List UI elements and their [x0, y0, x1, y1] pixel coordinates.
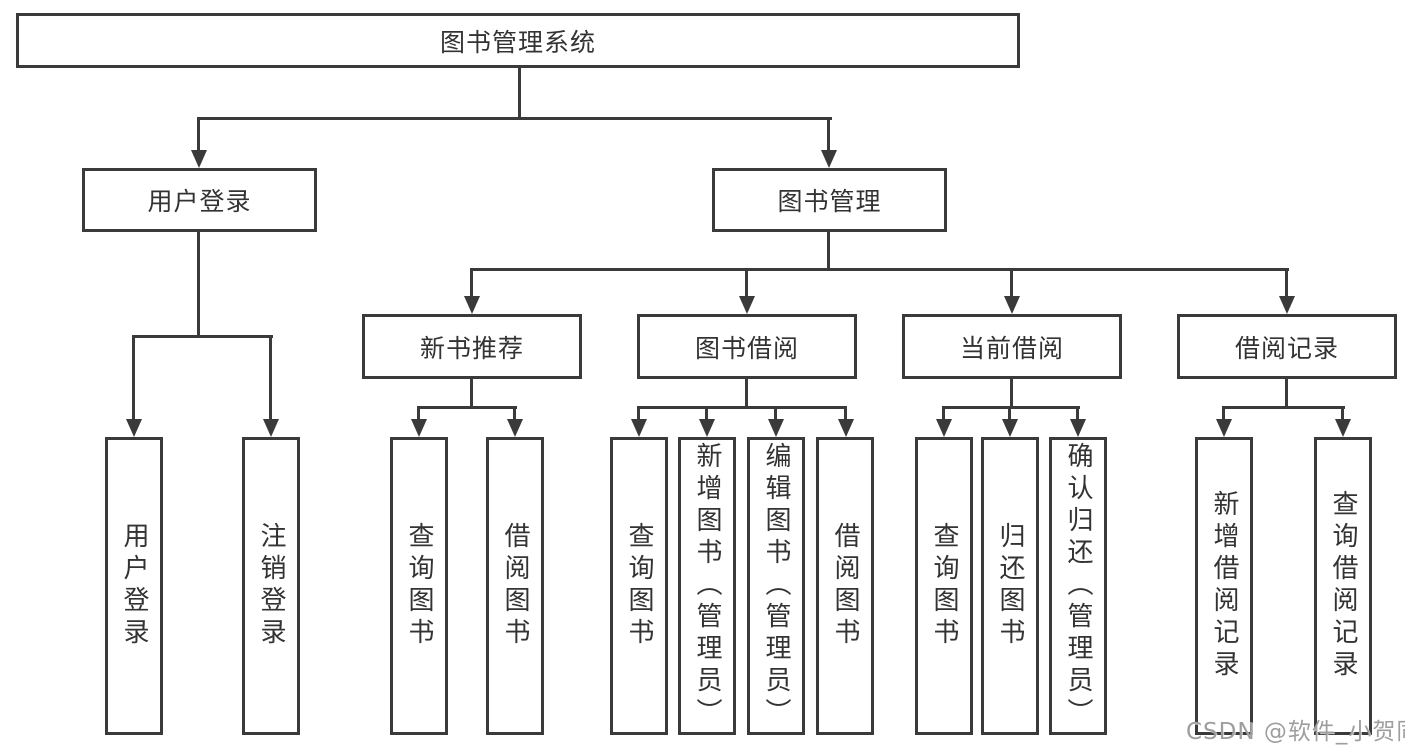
arrow-to-nb-query — [411, 419, 427, 437]
node-book-management-label: 图书管理 — [777, 187, 882, 216]
connector-bb-split — [637, 406, 847, 409]
connector-cb-drop-1 — [942, 408, 945, 421]
connector-br-drop-1 — [1222, 408, 1225, 421]
connector-nb-split — [417, 406, 517, 409]
connector-l2-drop-left — [197, 118, 200, 152]
connector-l3-split — [470, 268, 1289, 271]
connector-l3-drop-1 — [470, 270, 473, 298]
leaf-bb-query-book: 查询图书 — [610, 437, 668, 735]
leaf-user-login-label: 用户登录 — [119, 522, 149, 650]
arrow-to-user-login — [191, 150, 207, 168]
leaf-cb-query-book-label: 查询图书 — [929, 522, 959, 650]
leaf-bb-add-book-admin: 新增图书（管理员） — [678, 437, 736, 735]
leaf-cb-query-book: 查询图书 — [915, 437, 973, 735]
leaf-br-query-record: 查询借阅记录 — [1314, 437, 1372, 735]
connector-bb-drop-4 — [844, 408, 847, 421]
node-new-book-recommend-label: 新书推荐 — [419, 333, 524, 363]
connector-root-drop — [518, 67, 521, 118]
node-borrow-record-label: 借阅记录 — [1234, 333, 1339, 363]
arrow-to-br-add — [1216, 419, 1232, 437]
connector-l3-drop-4 — [1285, 270, 1288, 298]
connector-br-drop — [1285, 378, 1288, 408]
connector-l2-split — [197, 117, 832, 120]
node-book-borrow-label: 图书借阅 — [694, 333, 799, 363]
connector-l3-drop-2 — [745, 270, 748, 298]
connector-ul-drop-2 — [269, 337, 272, 420]
leaf-logout-login-label: 注销登录 — [256, 522, 286, 650]
arrow-to-leaf-logout — [263, 419, 279, 437]
arrow-to-cb-confirm — [1070, 419, 1086, 437]
arrow-to-bb-borrow — [838, 419, 854, 437]
arrow-to-bb-query — [631, 419, 647, 437]
arrow-to-current-borrow — [1004, 296, 1020, 314]
connector-l2-drop-right — [827, 118, 830, 152]
connector-bb-drop-2 — [705, 408, 708, 421]
leaf-cb-return-book-label: 归还图书 — [995, 522, 1025, 650]
leaf-br-add-record-label: 新增借阅记录 — [1209, 490, 1239, 682]
arrow-to-new-book-recommend — [464, 296, 480, 314]
connector-bb-drop — [745, 378, 748, 408]
leaf-logout-login: 注销登录 — [242, 437, 300, 735]
leaf-bb-edit-book-admin: 编辑图书（管理员） — [747, 437, 805, 735]
node-book-borrow: 图书借阅 — [637, 314, 857, 379]
leaf-br-add-record: 新增借阅记录 — [1195, 437, 1253, 735]
connector-l3-drop-3 — [1010, 270, 1013, 298]
leaf-user-login: 用户登录 — [105, 437, 163, 735]
node-root-label: 图书管理系统 — [439, 27, 596, 57]
leaf-br-query-record-label: 查询借阅记录 — [1328, 490, 1358, 682]
arrow-to-nb-borrow — [507, 419, 523, 437]
leaf-cb-confirm-return-admin-label: 确认归还（管理员） — [1063, 442, 1093, 730]
leaf-bb-borrow-book: 借阅图书 — [816, 437, 874, 735]
node-current-borrow-label: 当前借阅 — [959, 333, 1064, 363]
connector-br-split — [1222, 406, 1345, 409]
leaf-cb-return-book: 归还图书 — [981, 437, 1039, 735]
leaf-nb-query-book: 查询图书 — [390, 437, 448, 735]
node-user-login: 用户登录 — [82, 168, 317, 232]
connector-bb-drop-1 — [637, 408, 640, 421]
leaf-nb-borrow-book: 借阅图书 — [486, 437, 544, 735]
leaf-cb-confirm-return-admin: 确认归还（管理员） — [1049, 437, 1107, 735]
arrow-to-leaf-user-login — [126, 419, 142, 437]
arrow-to-bb-add — [699, 419, 715, 437]
node-book-management: 图书管理 — [712, 168, 947, 232]
leaf-nb-query-book-label: 查询图书 — [404, 522, 434, 650]
connector-cb-drop — [1010, 378, 1013, 408]
arrow-to-book-management — [821, 150, 837, 168]
connector-cb-drop-3 — [1076, 408, 1079, 421]
arrow-to-cb-query — [936, 419, 952, 437]
node-current-borrow: 当前借阅 — [902, 314, 1122, 379]
connector-ul-drop-1 — [132, 337, 135, 420]
connector-ul-split — [132, 335, 273, 338]
connector-nb-drop-2 — [513, 408, 516, 421]
leaf-bb-borrow-book-label: 借阅图书 — [830, 522, 860, 650]
node-user-login-label: 用户登录 — [147, 187, 252, 216]
arrow-to-borrow-record — [1279, 296, 1295, 314]
connector-bm-drop — [827, 231, 830, 270]
connector-nb-drop — [470, 378, 473, 408]
connector-cb-drop-2 — [1008, 408, 1011, 421]
connector-ul-drop — [197, 231, 200, 337]
node-root: 图书管理系统 — [16, 13, 1020, 68]
csdn-watermark: CSDN @软件_小贺同学 — [1186, 719, 1405, 745]
leaf-bb-edit-book-admin-label: 编辑图书（管理员） — [761, 442, 791, 730]
node-borrow-record: 借阅记录 — [1177, 314, 1397, 379]
connector-bb-drop-3 — [774, 408, 777, 421]
connector-nb-drop-1 — [417, 408, 420, 421]
arrow-to-br-query — [1335, 419, 1351, 437]
connector-br-drop-2 — [1341, 408, 1344, 421]
leaf-bb-query-book-label: 查询图书 — [624, 522, 654, 650]
arrow-to-cb-return — [1002, 419, 1018, 437]
arrow-to-book-borrow — [739, 296, 755, 314]
node-new-book-recommend: 新书推荐 — [362, 314, 582, 379]
leaf-nb-borrow-book-label: 借阅图书 — [500, 522, 530, 650]
connector-cb-split — [942, 406, 1080, 409]
arrow-to-bb-edit — [768, 419, 784, 437]
leaf-bb-add-book-admin-label: 新增图书（管理员） — [692, 442, 722, 730]
